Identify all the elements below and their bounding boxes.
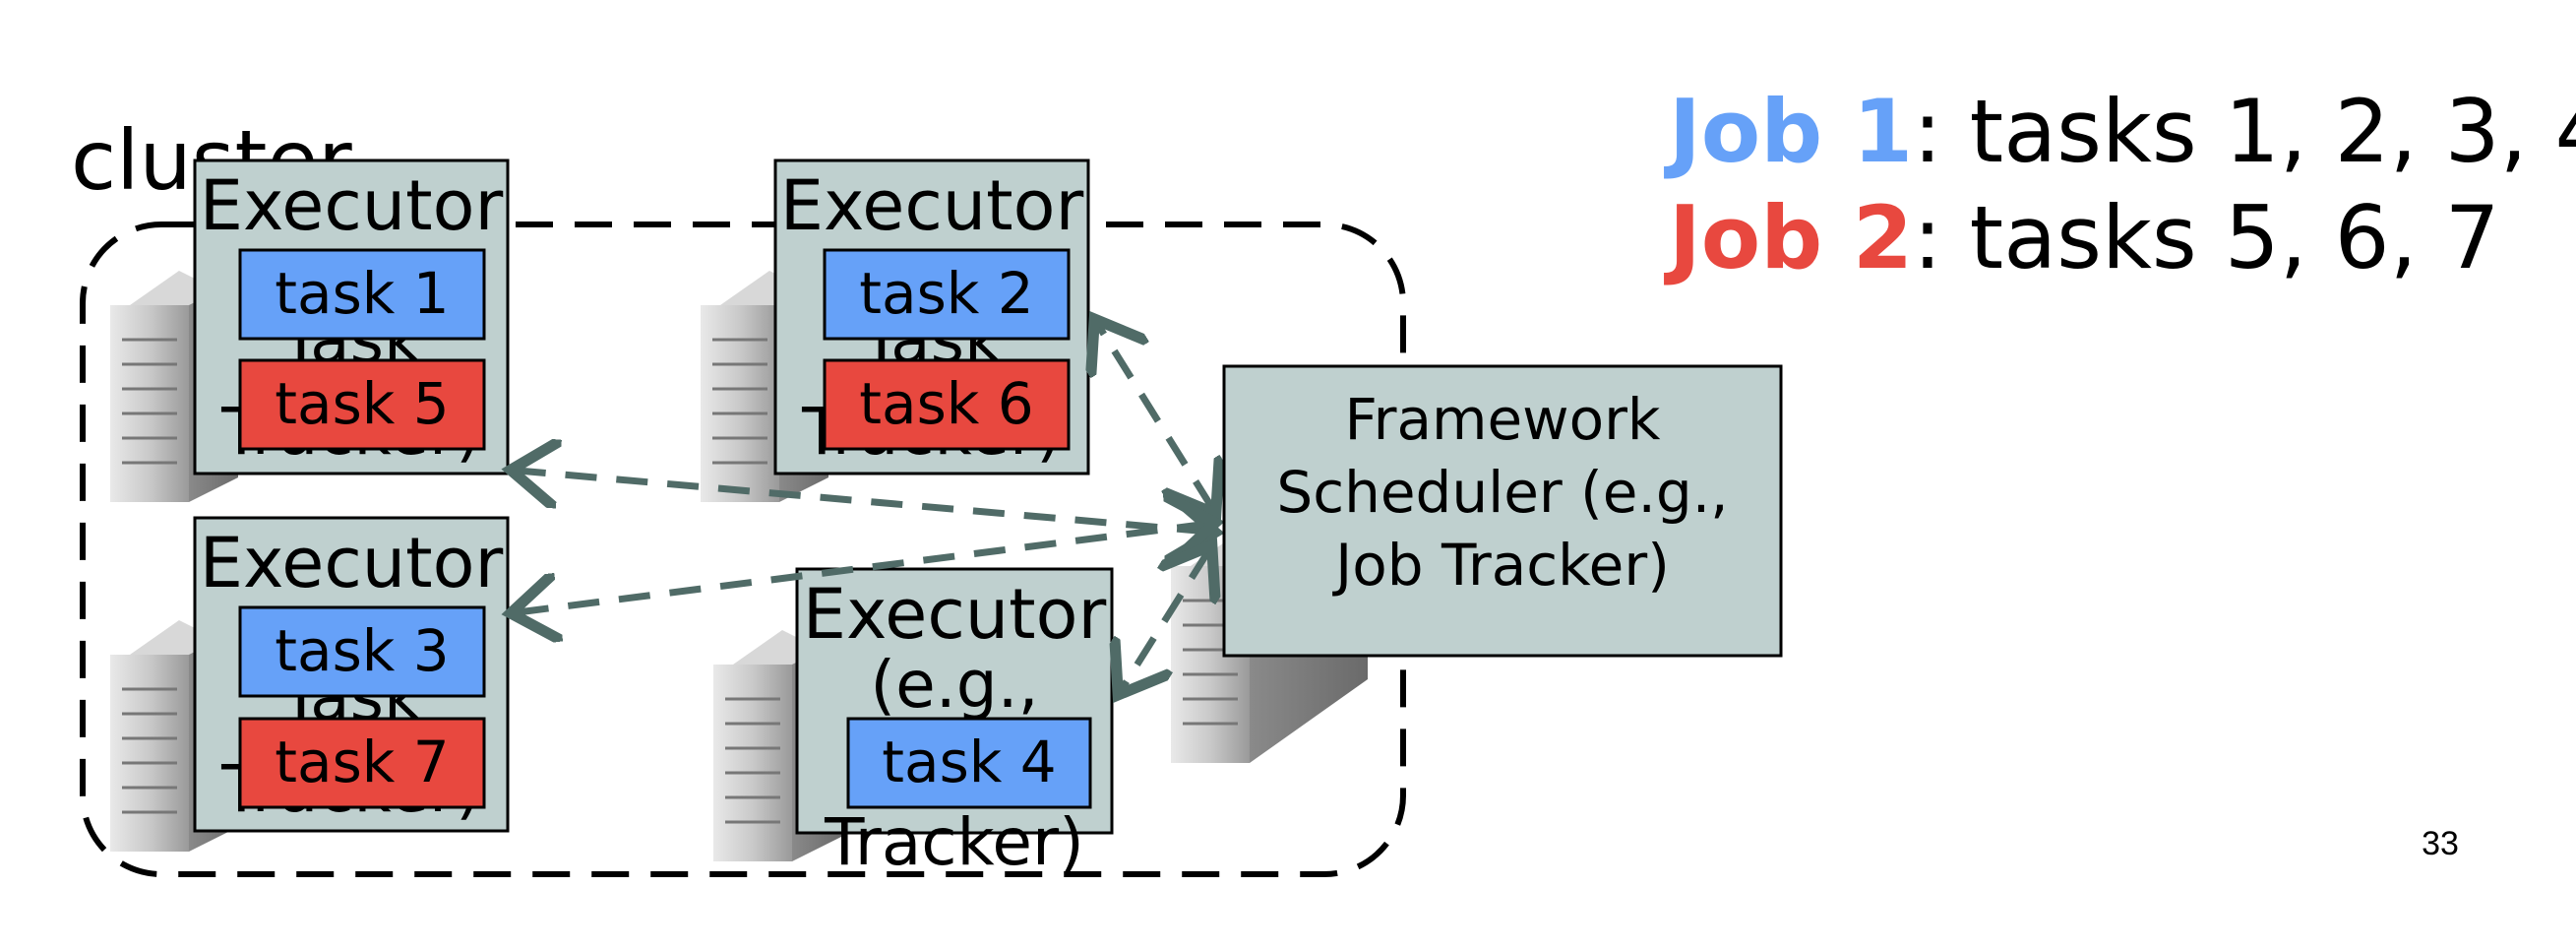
executor-title: Executor — [803, 574, 1107, 655]
executor-title: Executor — [780, 165, 1084, 246]
task-box — [846, 717, 1092, 809]
task-label: task 1 — [275, 260, 449, 327]
executor-title: Executor — [200, 165, 504, 246]
task-box — [823, 248, 1071, 341]
legend-job1: Job 1: tasks 1, 2, 3, 4 — [1664, 81, 2576, 182]
scheduler-line-2: Scheduler (e.g., — [1276, 459, 1728, 526]
task-label: task 3 — [275, 617, 449, 684]
task-label: task 6 — [859, 370, 1033, 437]
cluster-boundary — [80, 222, 1406, 877]
legend-job2: Job 2: tasks 5, 6, 7 — [1664, 187, 2500, 288]
legend-job1-tasks: : tasks 1, 2, 3, 4 — [1913, 81, 2576, 182]
scheduler-line-3: Job Tracker) — [1332, 532, 1670, 599]
scheduler-line-1: Framework — [1344, 386, 1660, 453]
arrow-scheduler-executor1 — [518, 471, 1208, 532]
arrow-scheduler-executor4 — [1122, 551, 1208, 689]
task-box — [238, 358, 486, 451]
task-label: task 5 — [275, 370, 449, 437]
legend-job1-name: Job 1 — [1664, 81, 1913, 182]
task-box — [238, 717, 486, 809]
arrows — [518, 325, 1212, 689]
executor-subtitle: Tracker) — [824, 804, 1084, 880]
executor-title: Executor — [200, 523, 504, 603]
executor-box-4: Executor(e.g., Tracker) task 4 — [795, 567, 1114, 880]
task-box — [238, 248, 486, 341]
page-number: 33 — [2422, 825, 2459, 862]
task-label: task 2 — [859, 260, 1033, 327]
legend-job2-tasks: : tasks 5, 6, 7 — [1913, 187, 2500, 288]
task-box — [238, 605, 486, 698]
framework-scheduler-box — [1222, 364, 1783, 658]
legend-job2-name: Job 2 — [1664, 187, 1913, 288]
task-label: task 7 — [275, 729, 449, 795]
task-box — [823, 358, 1071, 451]
task-label: task 4 — [882, 729, 1056, 795]
arrow-scheduler-executor2 — [1098, 325, 1212, 508]
arrow-scheduler-executor3 — [518, 524, 1208, 612]
executor-subtitle: (e.g., — [870, 647, 1038, 723]
